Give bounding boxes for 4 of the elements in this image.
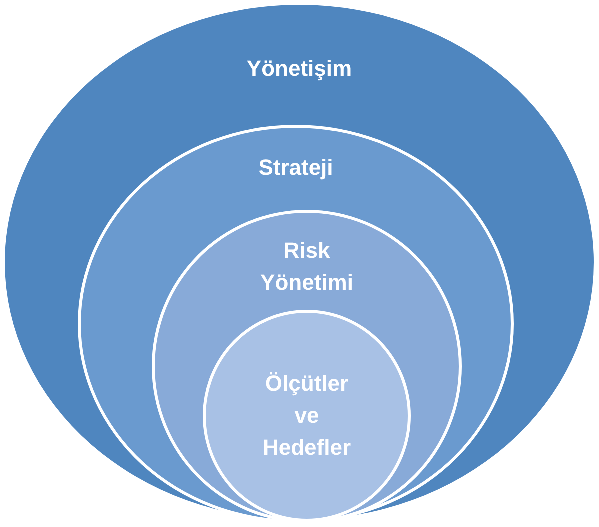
layer-label: Ölçütler ve Hedefler [262,370,352,462]
layer-label: Yönetişim [246,55,354,83]
layer-label: Strateji [258,154,334,182]
layer-label: Risk Yönetimi [260,237,354,297]
